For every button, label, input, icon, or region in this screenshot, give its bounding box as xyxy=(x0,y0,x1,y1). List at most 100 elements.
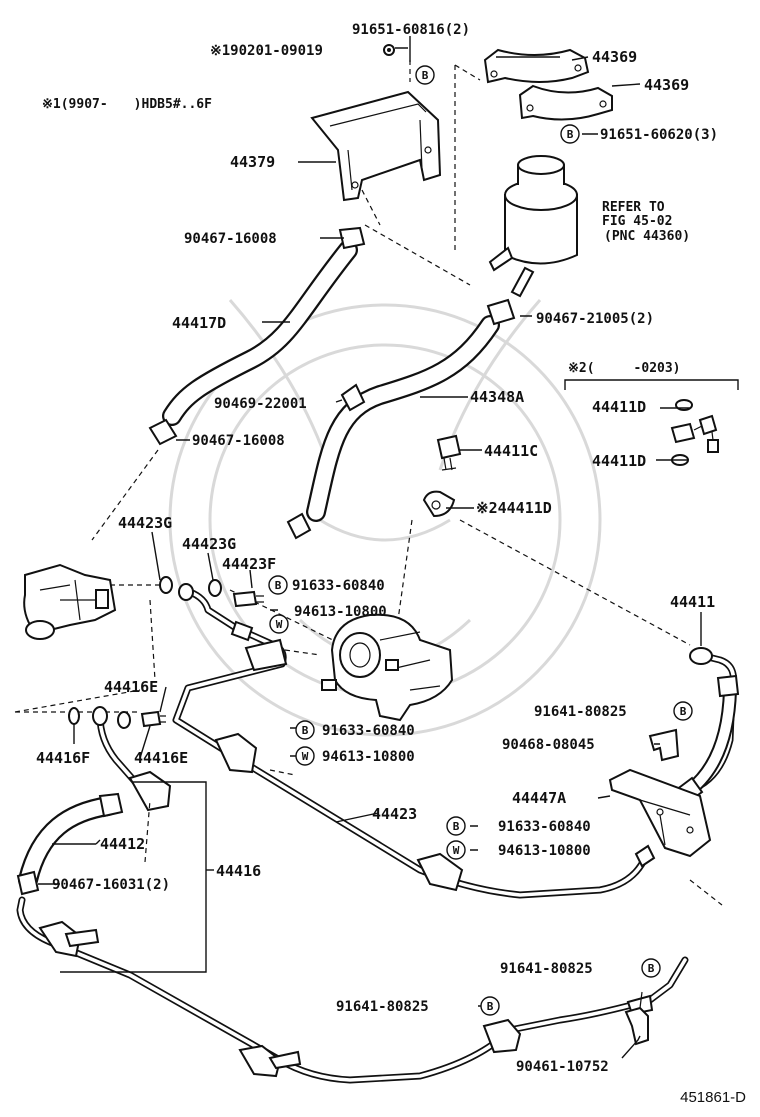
banjo-44411D[interactable] xyxy=(422,490,456,518)
bracket-44369-upper[interactable] xyxy=(483,48,590,84)
b-badge-91633-60840-c: B xyxy=(446,816,466,836)
hose-44348A[interactable] xyxy=(306,315,500,522)
b-badge-91641-80825-a: B xyxy=(673,701,693,721)
label-44369-b[interactable]: 44369 xyxy=(644,76,689,94)
label-90468-08045[interactable]: 90468-08045 xyxy=(502,737,595,753)
clamp-90467-16031[interactable] xyxy=(16,870,40,896)
refer-line-2: FIG 45-02 xyxy=(602,214,672,229)
label-44423F[interactable]: 44423F xyxy=(222,555,276,573)
label-44411D-b[interactable]: 44411D xyxy=(592,452,646,470)
label-94613-10800-c[interactable]: 94613-10800 xyxy=(498,843,591,859)
label-91651-60620[interactable]: 91651-60620(3) xyxy=(600,127,718,143)
label-44416E-a[interactable]: 44416E xyxy=(104,678,158,696)
w-badge-94613-10800-a: W xyxy=(269,614,289,634)
svg-text:B: B xyxy=(453,820,460,833)
w-badge-94613-10800-c: W xyxy=(446,840,466,860)
svg-text:W: W xyxy=(302,750,309,763)
bracket-44369-lower[interactable] xyxy=(518,84,613,121)
label-94613-10800-a[interactable]: 94613-10800 xyxy=(294,604,387,620)
diagram-id: 451861-D xyxy=(680,1089,746,1106)
hose-44412[interactable] xyxy=(18,792,124,890)
label-90467-16008-a[interactable]: 90467-16008 xyxy=(184,231,277,247)
b-badge-91651-60816: B xyxy=(415,65,435,85)
label-44423G-b[interactable]: 44423G xyxy=(182,535,236,553)
clamp-hose-lower-end[interactable] xyxy=(286,512,312,540)
label-44369-a[interactable]: 44369 xyxy=(592,48,637,66)
bracket-44447A[interactable] xyxy=(608,768,712,858)
b-badge-91641-80825-c: B xyxy=(480,996,500,1016)
fitting-44411-option[interactable] xyxy=(670,414,719,453)
refer-line-3: (PNC 44360) xyxy=(604,229,690,244)
clamp-90467-21005[interactable] xyxy=(486,298,516,326)
label-44411[interactable]: 44411 xyxy=(670,593,715,611)
return-pipe-lower[interactable] xyxy=(16,896,689,1084)
clamp-90467-16008-upper[interactable] xyxy=(338,226,366,250)
label-44379[interactable]: 44379 xyxy=(230,153,275,171)
label-91633-60840-c[interactable]: 91633-60840 xyxy=(498,819,591,835)
reservoir-tank[interactable] xyxy=(488,155,578,298)
label-44348A[interactable]: 44348A xyxy=(470,388,524,406)
svg-text:B: B xyxy=(680,705,687,718)
svg-text:B: B xyxy=(422,69,429,82)
b-badge-91641-80825-b: B xyxy=(641,958,661,978)
label-44416E-b[interactable]: 44416E xyxy=(134,749,188,767)
label-90461-10752[interactable]: 90461-10752 xyxy=(516,1059,609,1075)
clip-90468-08045[interactable] xyxy=(648,728,680,762)
bracket-90461-10752[interactable] xyxy=(624,991,649,1046)
label-90467-16008-b[interactable]: 90467-16008 xyxy=(192,433,285,449)
label-44447A[interactable]: 44447A xyxy=(512,789,566,807)
gasket-44423G-b[interactable] xyxy=(208,579,222,597)
engine-bracket-left[interactable] xyxy=(23,563,117,640)
label-190201-09019[interactable]: ※190201-09019 xyxy=(210,43,323,59)
label-91641-80825-b[interactable]: 91641-80825 xyxy=(500,961,593,977)
label-91641-80825-c[interactable]: 91641-80825 xyxy=(336,999,429,1015)
option-note: ※2( -0203) xyxy=(568,361,681,376)
w-badge-94613-10800-b: W xyxy=(295,746,315,766)
label-44423G-a[interactable]: 44423G xyxy=(118,514,172,532)
label-90469-22001[interactable]: 90469-22001 xyxy=(214,396,307,412)
bracket-44379[interactable] xyxy=(310,90,442,202)
label-91633-60840-b[interactable]: 91633-60840 xyxy=(322,723,415,739)
label-90467-16031[interactable]: 90467-16031(2) xyxy=(52,877,170,893)
svg-text:B: B xyxy=(487,1000,494,1013)
clamp-90469-22001[interactable] xyxy=(340,383,366,412)
gasket-44423G-a[interactable] xyxy=(159,576,173,594)
svg-text:B: B xyxy=(648,962,655,975)
label-44411D-a[interactable]: 44411D xyxy=(592,398,646,416)
svg-text:B: B xyxy=(302,724,309,737)
label-44416F[interactable]: 44416F xyxy=(36,749,90,767)
refer-line-1: REFER TO xyxy=(602,200,665,215)
nut-190201[interactable] xyxy=(383,44,395,56)
label-94613-10800-b[interactable]: 94613-10800 xyxy=(322,749,415,765)
hose-44417D[interactable] xyxy=(162,240,358,426)
svg-text:W: W xyxy=(453,844,460,857)
hose-44411[interactable] xyxy=(674,647,740,806)
label-44412[interactable]: 44412 xyxy=(100,835,145,853)
svg-text:W: W xyxy=(276,618,283,631)
b-badge-91633-60840-b: B xyxy=(295,720,315,740)
header-note: ※1(9907- )HDB5#..6F xyxy=(42,97,212,112)
label-44423[interactable]: 44423 xyxy=(372,805,417,823)
union-44411C[interactable] xyxy=(436,434,462,471)
gasket-44416F-a[interactable] xyxy=(68,707,80,725)
label-44416[interactable]: 44416 xyxy=(216,862,261,880)
b-badge-91633-60840-a: B xyxy=(268,575,288,595)
bolt-44416E[interactable] xyxy=(140,710,166,728)
label-90467-21005[interactable]: 90467-21005(2) xyxy=(536,311,654,327)
label-44411C[interactable]: 44411C xyxy=(484,442,538,460)
gasket-44416E-a[interactable] xyxy=(117,711,131,729)
b-badge-91651-60620: B xyxy=(560,124,580,144)
label-91651-60816[interactable]: 91651-60816(2) xyxy=(352,22,470,38)
clamp-90467-16008-lower[interactable] xyxy=(148,418,178,446)
power-steering-pump[interactable] xyxy=(321,613,454,722)
label-91633-60840-a[interactable]: 91633-60840 xyxy=(292,578,385,594)
label-91641-80825-a[interactable]: 91641-80825 xyxy=(534,704,627,720)
bolt-44423F[interactable] xyxy=(232,590,264,608)
svg-text:B: B xyxy=(275,579,282,592)
pipe-44423-fittings[interactable] xyxy=(178,583,656,892)
svg-text:B: B xyxy=(567,128,574,141)
label-44411D-c[interactable]: ※244411D xyxy=(476,499,552,517)
label-44417D[interactable]: 44417D xyxy=(172,314,226,332)
